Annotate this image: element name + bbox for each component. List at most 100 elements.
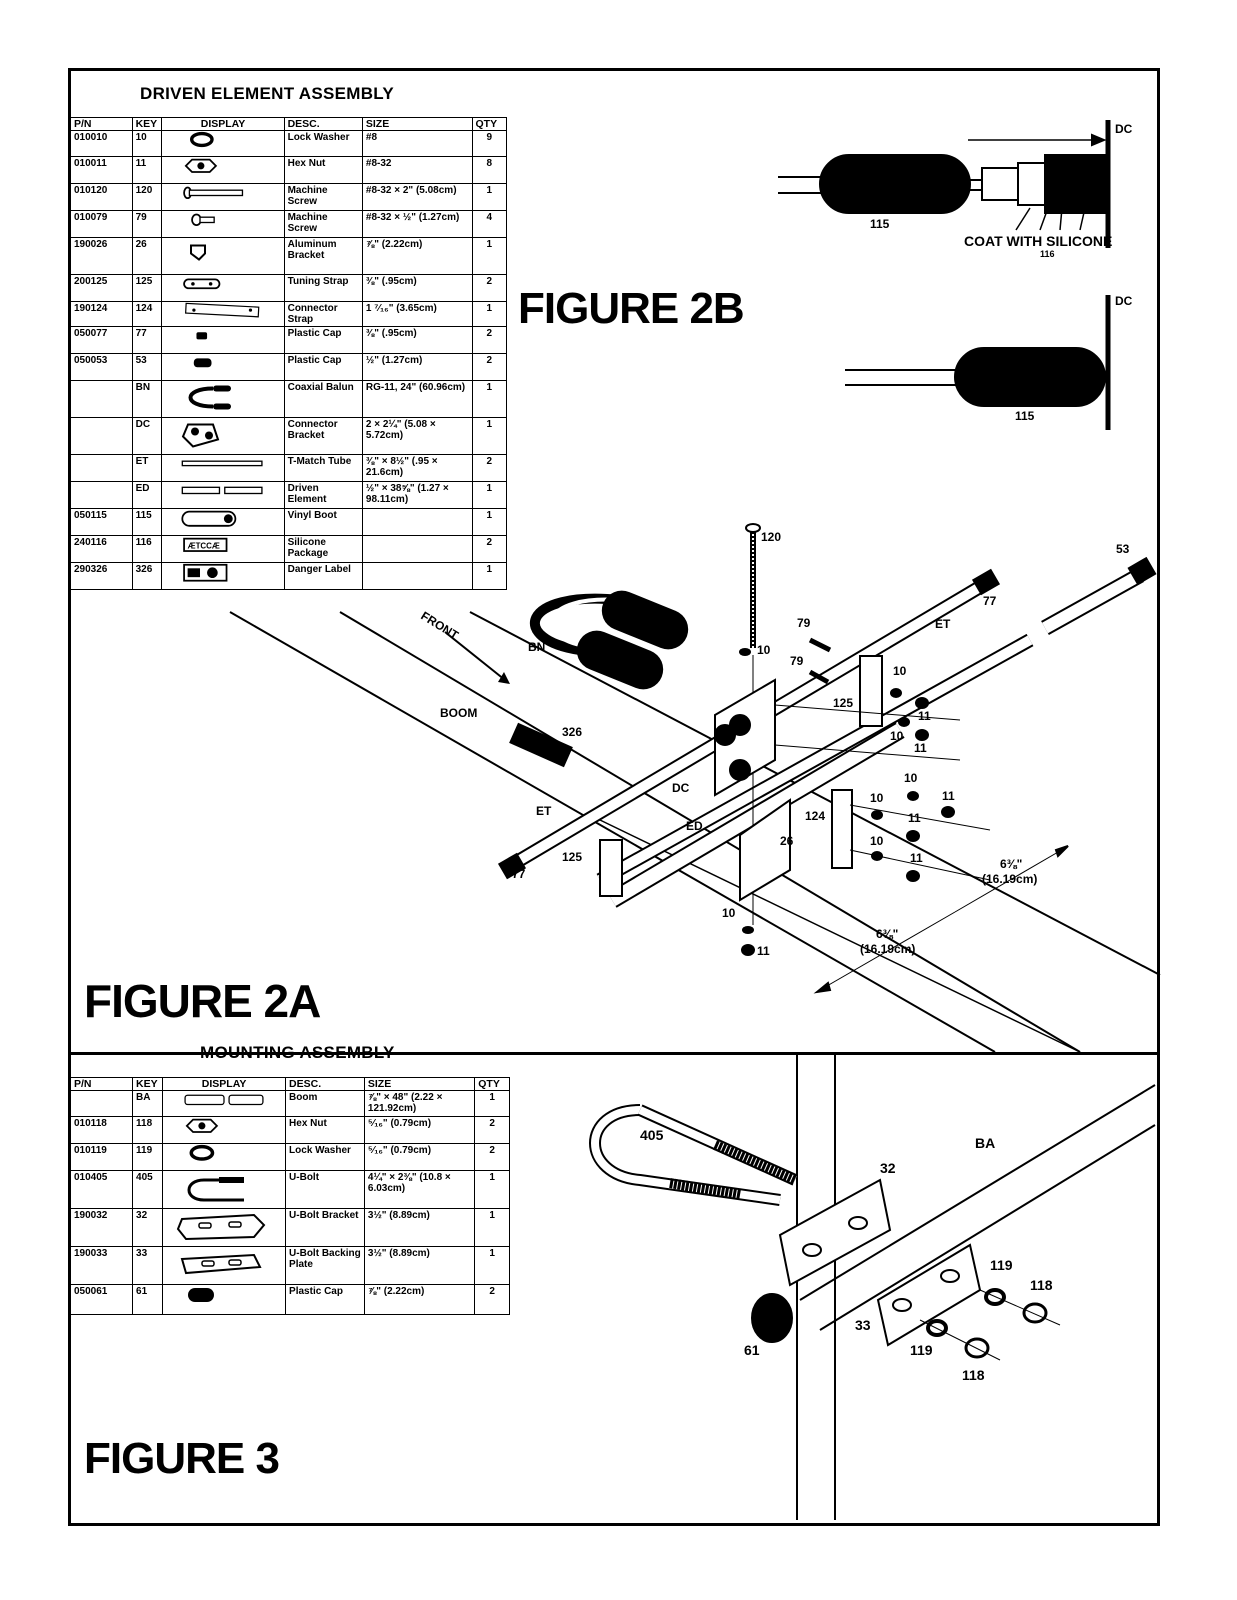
cell-pn: 010079 (70, 210, 133, 238)
cell-key: ED (131, 481, 163, 509)
callout-10-c: 10 (904, 771, 918, 785)
callout-11-b: 11 (914, 741, 927, 755)
cell-qty: 2 (471, 535, 508, 563)
header-key: KEY (131, 117, 163, 131)
cell-size: 3½" (8.89cm) (363, 1208, 476, 1247)
cell-display (162, 1208, 287, 1247)
aluminum-bracket-icon (190, 244, 207, 261)
callout-405: 405 (640, 1127, 664, 1143)
page-frame (68, 68, 1160, 1526)
cell-desc: Vinyl Boot (283, 508, 363, 536)
cell-qty: 1 (471, 237, 508, 275)
callout-77-right: 77 (983, 594, 997, 608)
cell-qty: 1 (474, 1090, 510, 1117)
callout-53: 53 (1116, 542, 1130, 556)
callout-125-right: 125 (833, 696, 853, 710)
cell-display (161, 237, 285, 275)
callout-bn: BN (528, 640, 545, 654)
cell-pn: 010118 (69, 1116, 134, 1144)
cell-qty: 2 (474, 1116, 510, 1144)
cell-desc: Plastic Cap (283, 353, 363, 381)
cell-key: 61 (132, 1284, 164, 1315)
cell-pn (70, 454, 133, 482)
figure-2a-label: FIGURE 2A (84, 975, 321, 1027)
callout-11-a: 11 (918, 709, 931, 723)
tuning-strap-right (859, 655, 883, 727)
cell-display (161, 454, 285, 482)
callout-10-f: 10 (722, 906, 736, 920)
callout-dc: DC (672, 781, 690, 795)
cell-pn: 050077 (70, 326, 133, 354)
u-bolt-bracket-32 (778, 1178, 892, 1287)
cell-pn (70, 481, 133, 509)
callout-118-right: 118 (1030, 1277, 1053, 1293)
header-desc: DESC. (285, 1077, 365, 1091)
cell-desc: U-Bolt Bracket (285, 1208, 365, 1247)
driven-element-assembly-title: DRIVEN ELEMENT ASSEMBLY (140, 84, 395, 103)
machine-screw-long-icon (183, 186, 244, 200)
cell-display (162, 1284, 287, 1315)
cell-desc: Hex Nut (285, 1116, 365, 1144)
cell-qty: 1 (471, 301, 508, 327)
table-header-row: P/N KEY DISPLAY DESC. SIZE QTY (70, 117, 508, 131)
cell-key: 115 (131, 508, 163, 536)
cell-pn: 240116 (70, 535, 133, 563)
cell-size (361, 562, 473, 590)
callout-124: 124 (805, 809, 825, 823)
cell-size: ⅞" (2.22cm) (361, 237, 473, 275)
boom-icon (184, 1094, 264, 1106)
callout-ba: BA (975, 1135, 995, 1151)
cell-desc: Plastic Cap (285, 1284, 365, 1315)
cell-key: 11 (131, 156, 163, 184)
header-qty: QTY (474, 1077, 510, 1091)
cell-qty: 1 (471, 183, 508, 211)
callout-10-b: 10 (890, 729, 904, 743)
dimension-cm-right: (16.19cm) (982, 872, 1037, 886)
cell-key: 77 (131, 326, 163, 354)
cell-qty: 2 (471, 454, 508, 482)
cell-desc: Boom (285, 1090, 365, 1117)
cell-key: 125 (131, 274, 163, 302)
callout-326: 326 (562, 725, 582, 739)
cell-display (161, 353, 285, 381)
callout-ed: ED (686, 819, 703, 833)
cell-pn: 010120 (70, 183, 133, 211)
header-size: SIZE (361, 117, 473, 131)
front-label: FRONT (418, 609, 461, 643)
cell-desc: Driven Element (283, 481, 363, 509)
driven-element-tube (607, 722, 905, 908)
cell-key: 405 (132, 1170, 164, 1209)
cell-key: 116 (131, 535, 163, 563)
plastic-cap-77-right (971, 568, 1001, 596)
callout-10-top: 10 (757, 643, 771, 657)
vinyl-boot-icon (181, 510, 237, 527)
dimension-value-right: 6⅜" (1000, 857, 1022, 871)
cell-pn: 010010 (70, 130, 133, 157)
danger-label-icon (183, 563, 228, 582)
header-pn: P/N (70, 117, 133, 131)
cell-qty: 1 (471, 508, 508, 536)
callout-115-bottom: 115 (1015, 409, 1035, 423)
cell-desc: T-Match Tube (283, 454, 363, 482)
cell-key: 32 (132, 1208, 164, 1247)
aluminum-bracket-26 (739, 798, 791, 902)
header-size: SIZE (363, 1077, 476, 1091)
cell-key: DC (131, 417, 163, 455)
dimension-value-left: 6⅜" (876, 927, 898, 941)
cell-key: ET (131, 454, 163, 482)
tuning-strap-icon (183, 278, 221, 290)
cell-qty: 1 (471, 380, 508, 418)
callout-61: 61 (744, 1342, 760, 1358)
cell-size: #8 (361, 130, 473, 157)
cell-display (161, 130, 285, 157)
callout-et-left: ET (536, 804, 552, 818)
vinyl-boot-115-bottom (954, 347, 1106, 407)
cell-display (162, 1246, 287, 1285)
cell-qty: 2 (474, 1284, 510, 1315)
callout-119-right: 119 (990, 1257, 1013, 1273)
